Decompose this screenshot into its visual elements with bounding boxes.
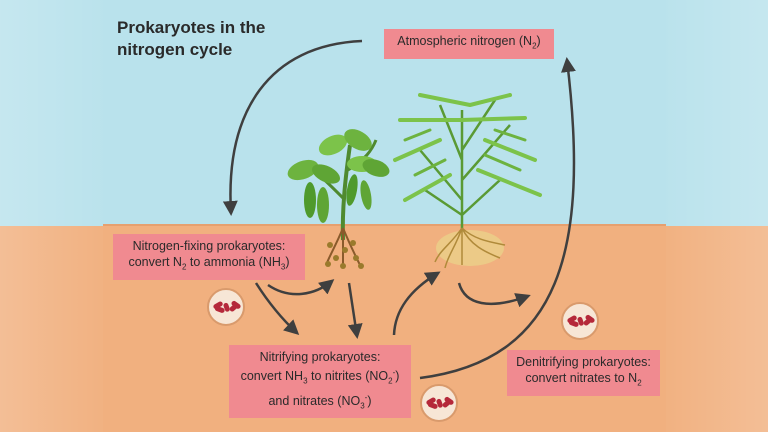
fixing-l2-sub1: 2 bbox=[181, 262, 187, 272]
left-margin bbox=[0, 0, 103, 432]
nitrifying-l3-sub: 3 bbox=[360, 401, 365, 411]
denitrifying-line-1: Denitrifying prokaryotes: bbox=[516, 355, 651, 369]
arrow-nitrifying-to-plant bbox=[392, 271, 441, 336]
nitrifying-l3-a: and nitrates (NO bbox=[268, 393, 361, 408]
nitrifying-l2-sup: - bbox=[392, 368, 396, 377]
atmospheric-text: Atmospheric nitrogen (N bbox=[397, 34, 533, 48]
arrow-fixing-to-legume bbox=[267, 279, 335, 296]
bacteria-icon-fixing bbox=[207, 288, 245, 326]
denitrifying-l2-sub: 2 bbox=[637, 378, 642, 388]
nitrogen-fixing-label: Nitrogen-fixing prokaryotes: convert N2 … bbox=[113, 234, 305, 280]
denitrifying-label: Denitrifying prokaryotes: convert nitrat… bbox=[507, 350, 660, 396]
nitrifying-l2-sub1: 3 bbox=[303, 376, 308, 386]
nitrifying-l3-c: ) bbox=[367, 393, 372, 408]
nitrifying-line-1: Nitrifying prokaryotes: bbox=[259, 350, 381, 364]
arrow-plant-to-denitrifying bbox=[457, 282, 531, 308]
nitrifying-l3-sup: - bbox=[364, 392, 368, 402]
bacteria-icon-nitrifying bbox=[420, 384, 458, 422]
atmospheric-sub: 2 bbox=[532, 41, 537, 51]
grass-plant-illustration bbox=[393, 93, 542, 269]
fixing-l2-a: convert N bbox=[128, 255, 182, 269]
nitrifying-label: Nitrifying prokaryotes: convert NH3 to n… bbox=[229, 345, 411, 419]
nitrifying-l2-sub2: 2 bbox=[388, 376, 393, 386]
fixing-l2-c: ) bbox=[285, 255, 290, 269]
legume-plant-illustration bbox=[287, 129, 390, 269]
bacteria-icon-denitrifying bbox=[561, 302, 599, 340]
nitrifying-l2-b: to nitrites (NO bbox=[307, 369, 389, 384]
arrow-fixing-to-nitrifying bbox=[254, 282, 300, 336]
denitrifying-line-2: convert nitrates to N2 bbox=[513, 370, 654, 392]
fixing-line-2: convert N2 to ammonia (NH3) bbox=[119, 254, 299, 276]
fixing-line-1: Nitrogen-fixing prokaryotes: bbox=[132, 239, 286, 253]
right-margin bbox=[666, 0, 768, 432]
fixing-l2-b: to ammonia (NH bbox=[186, 255, 281, 269]
atmospheric-close: ) bbox=[536, 34, 541, 48]
diagram-title: Prokaryotes in the nitrogen cycle bbox=[117, 17, 337, 61]
atmospheric-nitrogen-label: Atmospheric nitrogen (N2) bbox=[384, 29, 554, 59]
nitrifying-line-3: and nitrates (NO3-) bbox=[235, 390, 405, 415]
nitrifying-l2-c: ) bbox=[395, 369, 400, 384]
nitrifying-line-2: convert NH3 to nitrites (NO2-) bbox=[235, 365, 405, 390]
title-line-2: nitrogen cycle bbox=[117, 40, 233, 59]
nitrifying-l2-a: convert NH bbox=[240, 369, 304, 384]
arrow-atmosphere-to-fixing bbox=[222, 39, 363, 216]
fixing-l2-sub2: 3 bbox=[280, 262, 286, 272]
arrow-legume-to-nitrifying bbox=[347, 282, 363, 339]
ground-line bbox=[103, 224, 666, 226]
arrow-denitrifying-to-atmosphere bbox=[419, 57, 576, 380]
title-line-1: Prokaryotes in the bbox=[117, 18, 266, 37]
denitrifying-l2-a: convert nitrates to N bbox=[525, 371, 638, 385]
